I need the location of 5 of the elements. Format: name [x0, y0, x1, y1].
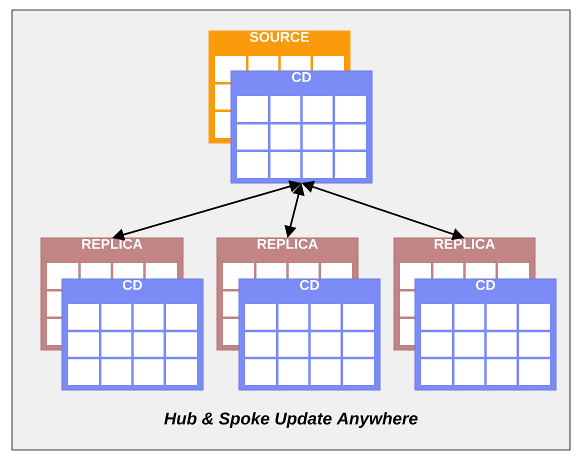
table-card: CD: [414, 278, 556, 390]
caption: Hub & Spoke Update Anywhere: [164, 412, 418, 428]
table-card: CD: [230, 70, 372, 184]
table-card: CD: [62, 278, 204, 390]
table-card: CD: [238, 278, 380, 390]
